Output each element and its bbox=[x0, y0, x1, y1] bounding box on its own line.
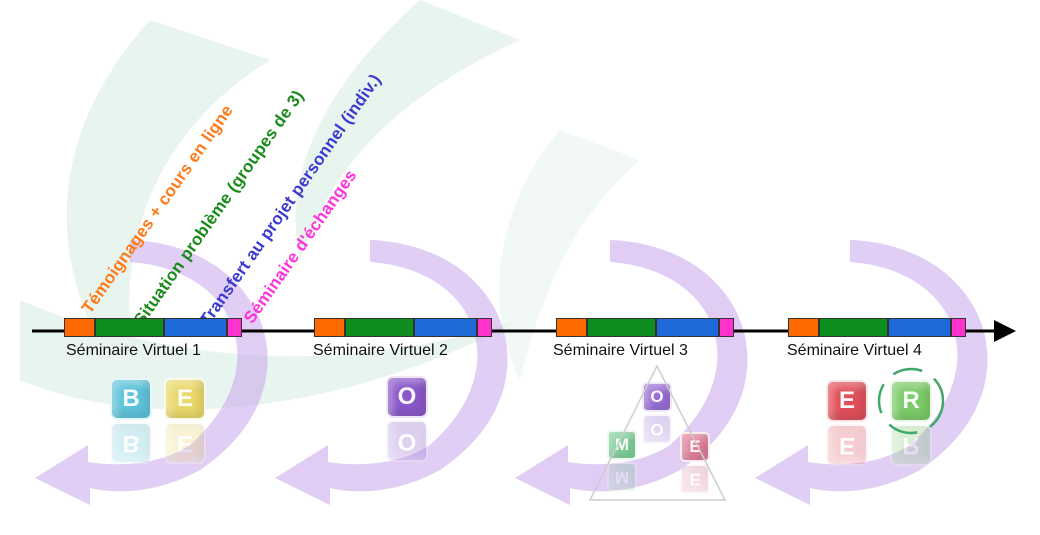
segment-situation bbox=[819, 318, 888, 337]
cube-r-letter: R bbox=[902, 387, 920, 414]
cycle-arrow-4-icon bbox=[755, 240, 988, 505]
cube-o-small-letter: O bbox=[650, 387, 664, 406]
segment-echanges bbox=[477, 318, 492, 337]
cycle-ring-icon bbox=[877, 367, 945, 435]
segment-temoignages bbox=[556, 318, 587, 337]
segment-transfert bbox=[414, 318, 477, 337]
cube-e-red-letter: E bbox=[838, 387, 855, 414]
cube-r-icon: R bbox=[890, 380, 932, 422]
seminar-label-4: Séminaire Virtuel 4 bbox=[787, 342, 922, 359]
segment-situation bbox=[587, 318, 656, 337]
axis-arrowhead-icon bbox=[994, 320, 1016, 342]
cycle-arrow-2-icon bbox=[275, 240, 508, 505]
segment-temoignages bbox=[64, 318, 95, 337]
cube-b-letter: B bbox=[122, 385, 140, 412]
triangle-outline-icon bbox=[588, 364, 727, 501]
segment-echanges bbox=[951, 318, 966, 337]
segment-situation bbox=[345, 318, 414, 337]
segment-transfert bbox=[656, 318, 719, 337]
cube-e-letter: E bbox=[176, 385, 193, 412]
cube-m-icon: M bbox=[607, 430, 637, 460]
seminar-label-1: Séminaire Virtuel 1 bbox=[66, 342, 201, 359]
cube-e-small-letter: E bbox=[689, 437, 701, 456]
cube-o-letter: O bbox=[397, 383, 417, 410]
segment-situation bbox=[95, 318, 164, 337]
segment-transfert bbox=[164, 318, 227, 337]
seminar-label-3: Séminaire Virtuel 3 bbox=[553, 342, 688, 359]
cube-m-letter: M bbox=[614, 435, 630, 454]
cube-e-red-icon: E bbox=[826, 380, 868, 422]
cube-e-small-icon: E bbox=[680, 432, 710, 462]
cube-o-small-icon: O bbox=[642, 382, 672, 412]
segment-transfert bbox=[888, 318, 951, 337]
cube-o-icon: O bbox=[386, 376, 428, 418]
cycle-arrow-1-icon bbox=[35, 240, 268, 505]
segment-echanges bbox=[227, 318, 242, 337]
segment-temoignages bbox=[314, 318, 345, 337]
seminar-label-2: Séminaire Virtuel 2 bbox=[313, 342, 448, 359]
segment-temoignages bbox=[788, 318, 819, 337]
cube-b-icon: B bbox=[110, 378, 152, 420]
cube-e-icon: E bbox=[164, 378, 206, 420]
segment-echanges bbox=[719, 318, 734, 337]
